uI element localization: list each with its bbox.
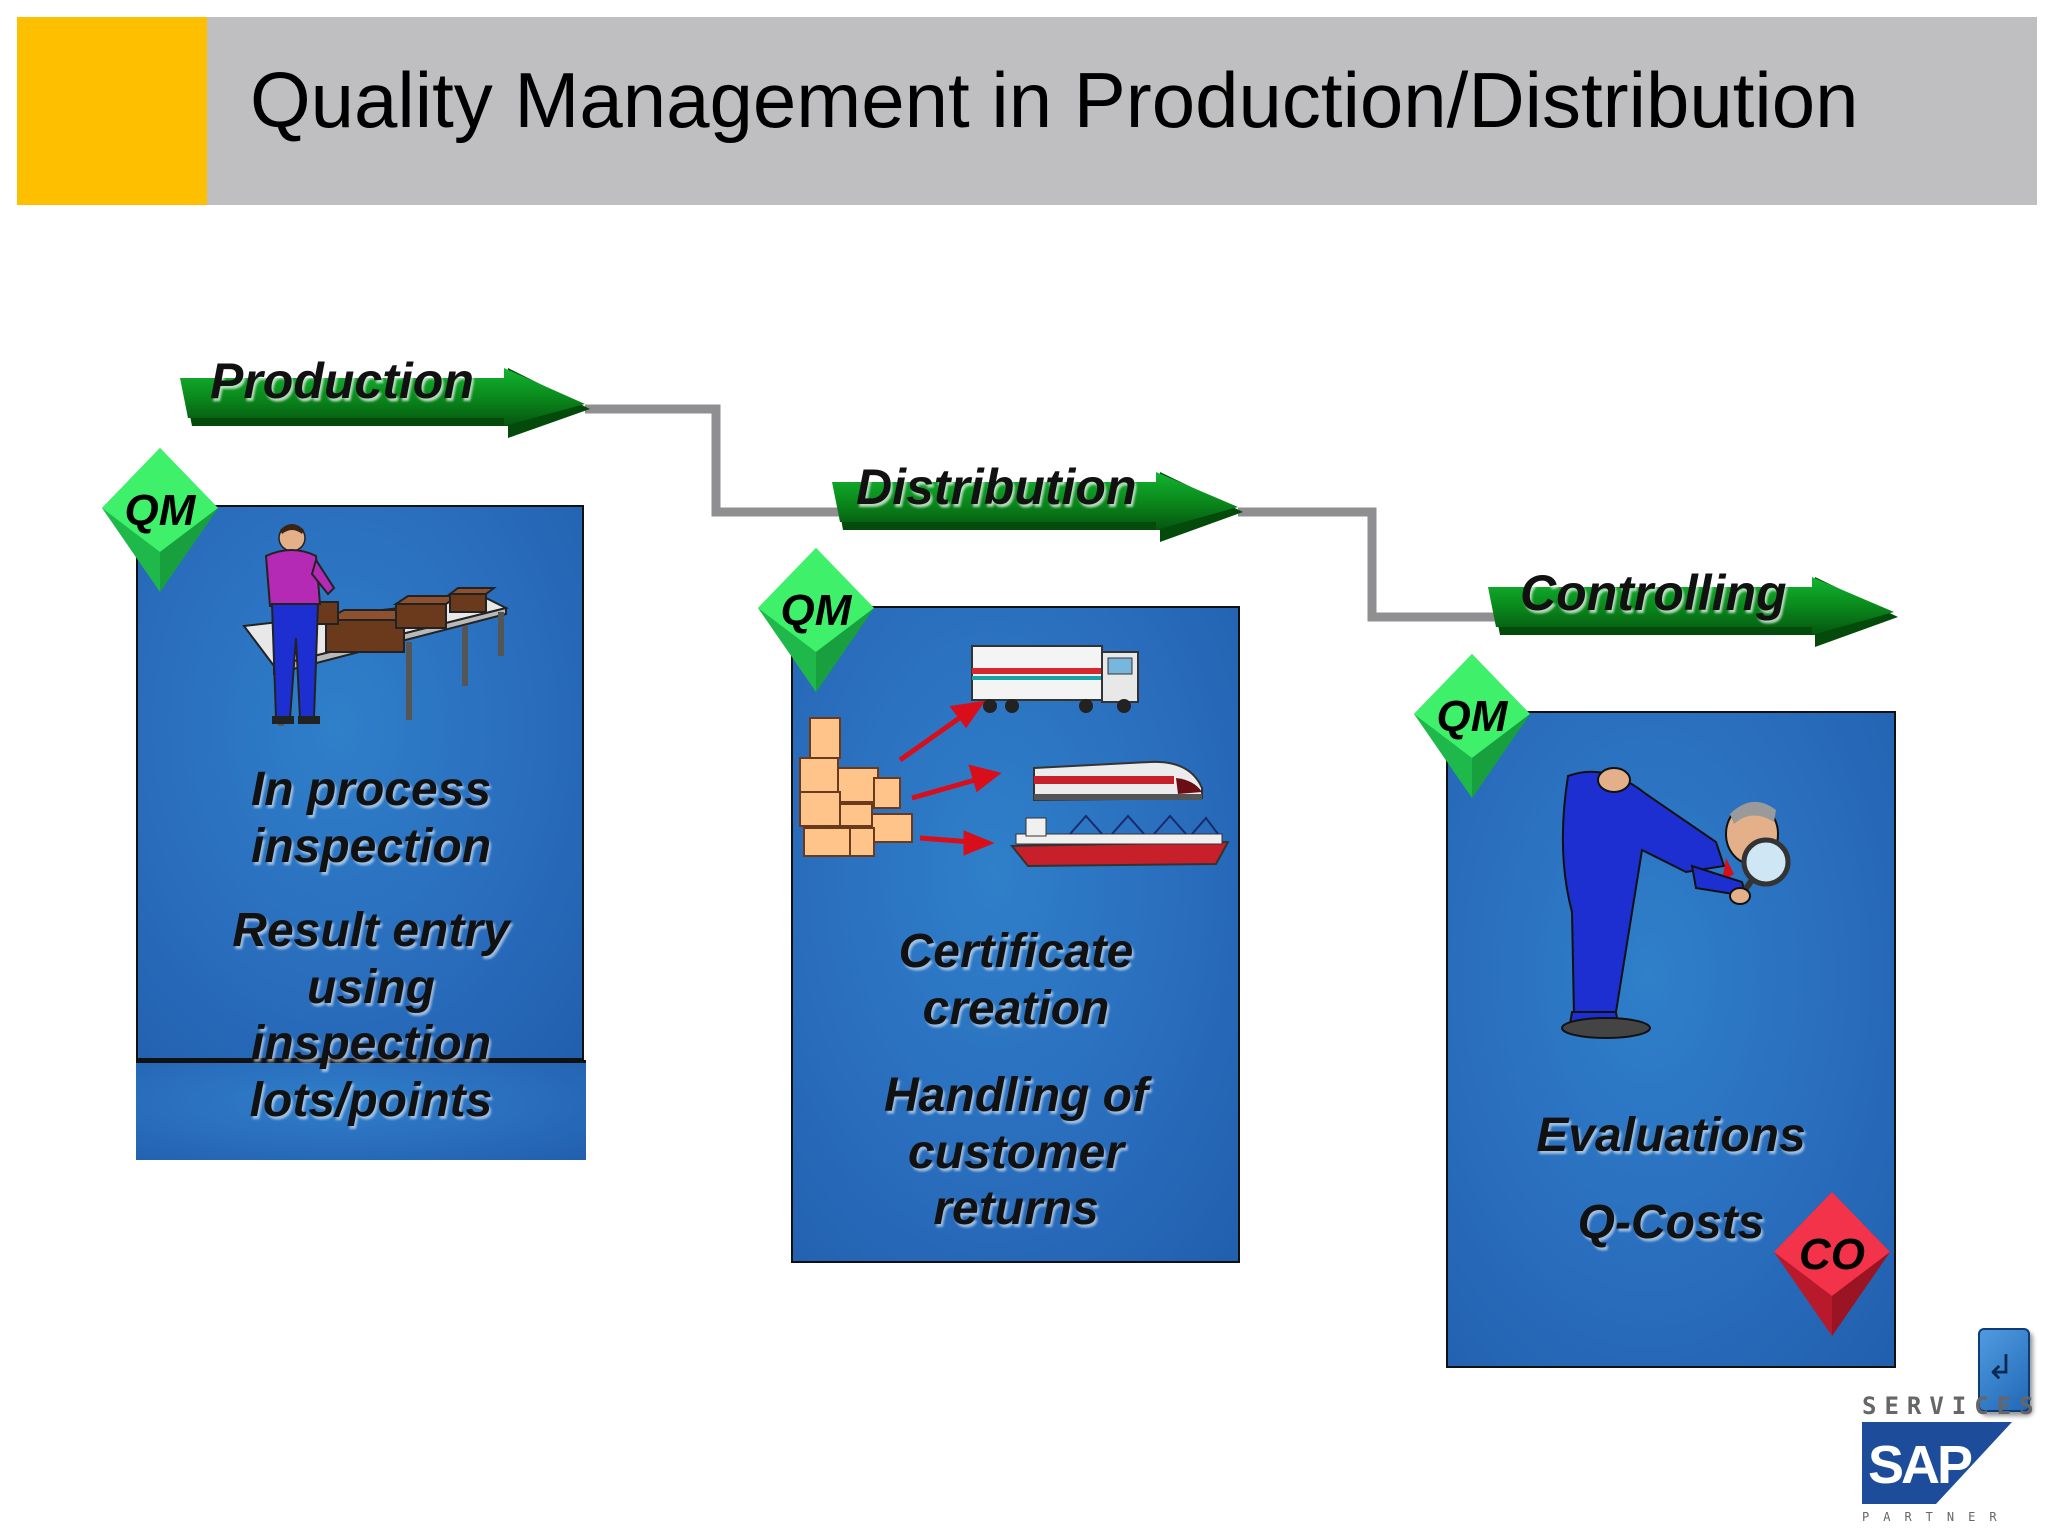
title-accent xyxy=(17,17,207,205)
controlling-item-2: Q-Costs xyxy=(1577,1196,1765,1249)
controlling-item-1: Evaluations xyxy=(1536,1109,1806,1162)
distribution-item-1: Certificate creation xyxy=(898,925,1134,1035)
page-title: Quality Management in Production/Distrib… xyxy=(250,56,1859,144)
truck-icon xyxy=(971,645,1139,713)
qm-badge-distribution-label: QM xyxy=(780,586,852,635)
sap-services-logo: SERVICES SAP PARTNER xyxy=(1862,1392,2034,1532)
distribution-item-2: Handling of customer returns xyxy=(884,1069,1148,1236)
connector-production-distribution xyxy=(585,404,840,517)
ship-icon xyxy=(1009,814,1230,868)
sap-logo-text: SAP xyxy=(1868,1435,1973,1495)
sap-logo-mark xyxy=(1862,1422,2012,1504)
production-item-2: Result entry using inspection lots/point… xyxy=(232,904,510,1127)
stage-label-distribution: Distribution xyxy=(856,459,1137,515)
controlling-arrow xyxy=(1488,577,1898,647)
co-badge-label: CO xyxy=(1799,1230,1865,1279)
return-arrow-icon: ↲ xyxy=(1986,1348,2015,1388)
stage-label-controlling: Controlling xyxy=(1520,565,1787,621)
qm-badge-production-label: QM xyxy=(124,486,196,535)
qm-badge-production xyxy=(102,448,218,592)
return-button[interactable]: ↲ xyxy=(1978,1328,2030,1412)
connector-distribution-controlling xyxy=(1238,507,1496,622)
worker-table-icon xyxy=(242,524,509,726)
qm-badge-controlling-label: QM xyxy=(1436,692,1508,741)
production-panel-extension xyxy=(136,1060,586,1160)
production-panel xyxy=(136,505,584,1060)
distribution-arrow xyxy=(832,472,1243,542)
co-badge xyxy=(1774,1192,1890,1336)
qm-badge-distribution xyxy=(758,548,874,692)
distribution-panel xyxy=(791,606,1240,1263)
production-item-1: In process inspection xyxy=(250,763,492,873)
production-arrow xyxy=(180,368,590,438)
inspector-magnifier-icon xyxy=(1561,767,1791,1039)
title-bar: Quality Management in Production/Distrib… xyxy=(17,17,2037,205)
stage-label-production: Production xyxy=(210,353,474,409)
logo-partner-text: PARTNER xyxy=(1862,1510,2011,1524)
logo-services-text: SERVICES xyxy=(1862,1392,2042,1420)
train-icon xyxy=(1033,760,1203,802)
distribution-transport-icon xyxy=(799,645,1230,868)
qm-badge-controlling xyxy=(1414,654,1530,798)
